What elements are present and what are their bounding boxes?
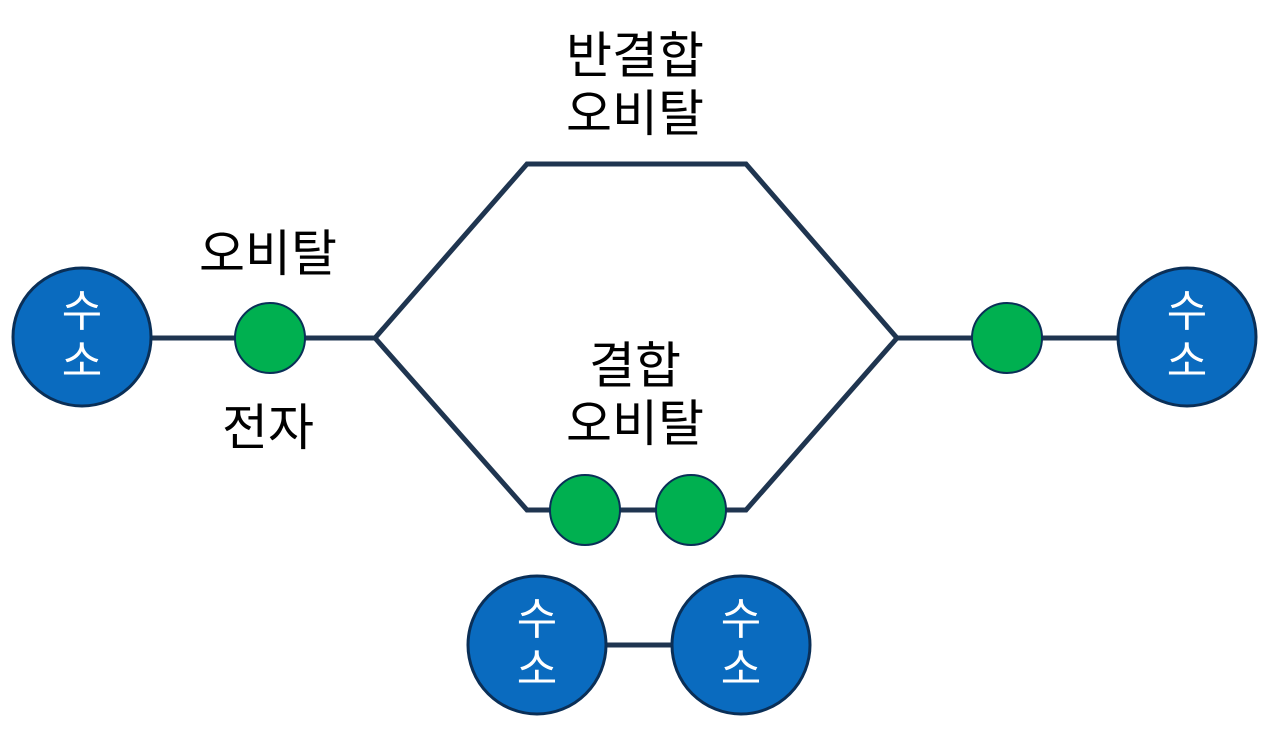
bonding-label-line1: 결합 [589, 337, 681, 395]
bonding-electron-1 [549, 474, 621, 546]
right-electron [971, 302, 1043, 374]
molecule-left-atom-label: 수 소 [516, 594, 558, 695]
electron-label: 전자 [222, 399, 314, 457]
molecule-left-hydrogen-atom [466, 574, 608, 716]
antibonding-orbital-line [373, 161, 899, 340]
bonding-orbital-line [373, 336, 899, 513]
molecule-right-hydrogen-atom [670, 574, 812, 716]
bonding-electron-2 [655, 474, 727, 546]
molecule-right-atom-label: 수 소 [720, 594, 762, 695]
left-electron [234, 302, 306, 374]
right-atom-label: 수 소 [1166, 286, 1208, 387]
antibonding-label-line1: 반결합 [566, 27, 704, 85]
left-atom-label: 수 소 [61, 286, 103, 387]
atomic-orbital-label: 오비탈 [199, 225, 337, 283]
bonding-label-line2: 오비탈 [566, 395, 704, 453]
left-hydrogen-atom [11, 266, 153, 408]
antibonding-label-line2: 오비탈 [566, 85, 704, 143]
right-hydrogen-atom [1116, 266, 1258, 408]
